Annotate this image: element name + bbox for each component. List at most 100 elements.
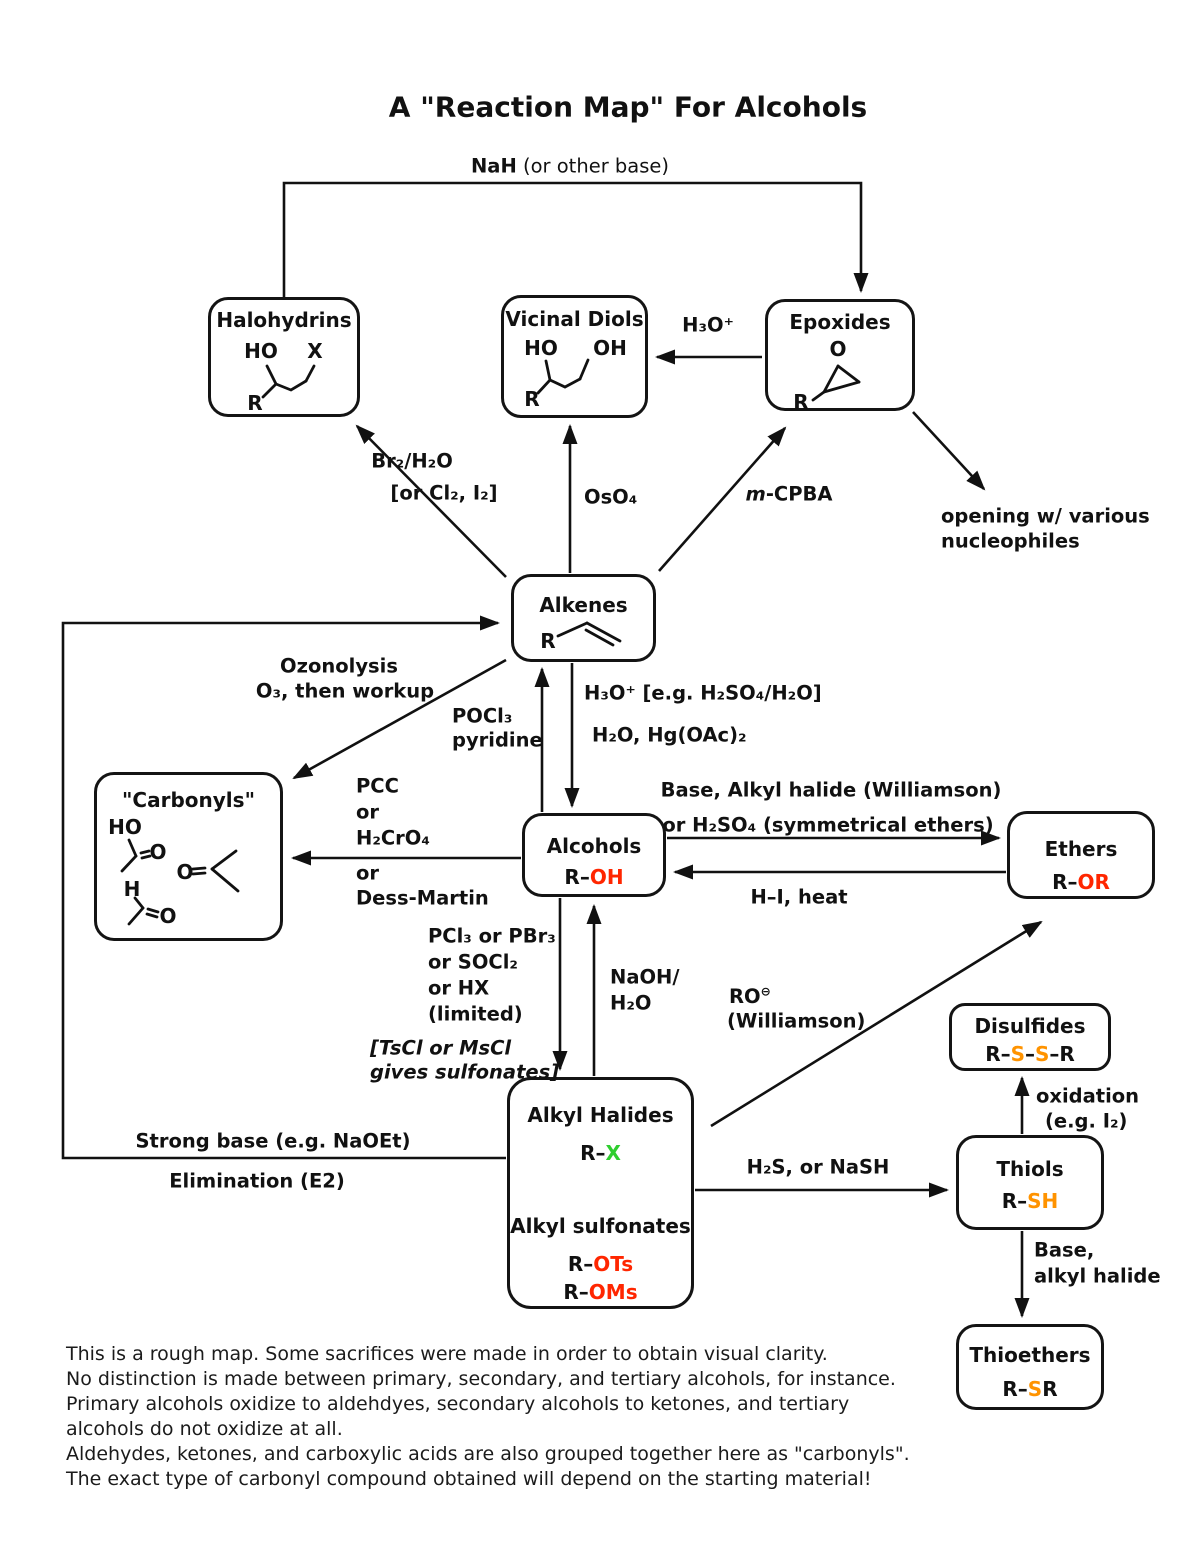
node-epoxides-title: Epoxides [789, 310, 891, 334]
arrow-alkyl-halides-to-ethers [710, 920, 1043, 1128]
node-disulfides: Disulfides R–S–S–R [949, 1003, 1111, 1071]
footer-line-4: alcohols do not oxidize at all. [66, 1418, 343, 1440]
thiols-formula: R–SH [1001, 1189, 1059, 1213]
label-ro-williamson: (Williamson) [727, 1009, 866, 1033]
footer-line-5: Aldehydes, ketones, and carboxylic acids… [66, 1443, 910, 1465]
page-title: A "Reaction Map" For Alcohols [388, 90, 868, 124]
node-halohydrins: Halohydrins HO X R [208, 297, 360, 417]
label-base: Base, [1034, 1238, 1095, 1262]
arrow-alkenes-to-halohydrins [355, 424, 507, 578]
node-vicinal-diols-title: Vicinal Diols [505, 307, 644, 331]
alkyl-halides-formula: R–X [580, 1141, 621, 1165]
disulfides-formula: R–S–S–R [985, 1042, 1075, 1066]
label-hi-heat: H–I, heat [750, 885, 848, 909]
node-thioethers: Thioethers R–SR [956, 1324, 1104, 1410]
node-epoxides: Epoxides O R [765, 299, 915, 414]
label-tscl-1: [TsCl or MsCl [370, 1036, 512, 1060]
label-ro-anion: RO⊖ [729, 984, 771, 1008]
node-alkenes: Alkenes R [511, 574, 656, 662]
label-pcl3-pbr3: PCl₃ or PBr₃ [428, 924, 556, 948]
diol-structure: HO OH R [524, 336, 627, 411]
node-ethers-title: Ethers [1044, 837, 1118, 861]
epoxide-structure: O R [793, 337, 861, 414]
alcohols-formula: R–OH [564, 865, 624, 889]
node-alcohols: Alcohols R–OH [522, 813, 666, 897]
node-thioethers-title: Thioethers [969, 1343, 1091, 1367]
label-ozonolysis-2: O₃, then workup [255, 679, 435, 703]
label-br2-h2o: Br₂/H₂O [371, 449, 453, 473]
footer-line-1: This is a rough map. Some sacrifices wer… [66, 1343, 828, 1365]
footer-line-3: Primary alcohols oxidize to aldehdyes, s… [66, 1393, 850, 1415]
footer-note: This is a rough map. Some sacrifices wer… [66, 1342, 910, 1492]
label-limited: (limited) [428, 1002, 523, 1026]
label-pocl3: POCl₃ [452, 704, 513, 728]
aldehyde-o-label: O [159, 904, 176, 928]
label-or-cl2-i2: [or Cl₂, I₂] [390, 481, 498, 505]
ho-label: HO [524, 336, 558, 360]
label-ozonolysis-1: Ozonolysis [280, 654, 398, 678]
footer-line-6: The exact type of carbonyl compound obta… [66, 1468, 872, 1490]
alkyl-sulfonates-ots: R–OTs [567, 1252, 634, 1276]
label-naoh: NaOH/ [610, 965, 680, 989]
node-thiols: Thiols R–SH [956, 1135, 1104, 1230]
label-socl2: or SOCl₂ [428, 950, 518, 974]
alkene-structure: R [540, 621, 622, 653]
r-label: R [540, 629, 555, 653]
label-oso4: OsO₄ [584, 485, 638, 509]
x-label: X [307, 339, 323, 363]
label-tscl-2: gives sulfonates] [370, 1060, 560, 1084]
label-pyridine: pyridine [452, 728, 543, 752]
ketone-o-label: O [176, 860, 193, 884]
label-elimination: Elimination (E2) [169, 1169, 345, 1193]
label-h2s-nash: H₂S, or NaSH [746, 1155, 890, 1179]
arrow-alkenes-to-epoxides [658, 426, 787, 572]
alkyl-sulfonates-title: Alkyl sulfonates [510, 1214, 691, 1238]
label-hydration-2: H₂O, Hg(OAc)₂ [592, 723, 747, 747]
carbonyl-structures: HO O O H O [108, 815, 240, 928]
label-oxidation: oxidation [1036, 1084, 1140, 1108]
label-hx: or HX [428, 976, 490, 1000]
label-or-2: or [356, 861, 380, 885]
label-h2cro4: H₂CrO₄ [356, 826, 430, 850]
node-alkyl-halides-title: Alkyl Halides [527, 1103, 674, 1127]
node-disulfides-title: Disulfides [974, 1014, 1086, 1038]
arrow-halohydrins-to-epoxides [282, 181, 869, 299]
r-label: R [524, 387, 539, 411]
halohydrin-structure: HO X R [244, 339, 323, 415]
label-nah: NaH (or other base) [470, 154, 670, 178]
node-alkenes-title: Alkenes [539, 593, 628, 617]
acid-o-label: O [149, 840, 166, 864]
ho-label: HO [244, 339, 278, 363]
label-opening-1: opening w/ various [941, 504, 1150, 528]
oh-label: OH [593, 336, 627, 360]
arrow-elimination [61, 615, 506, 1160]
thioethers-formula: R–SR [1002, 1377, 1058, 1401]
label-hydration-1: H₃O⁺ [e.g. H₂SO₄/H₂O] [584, 681, 822, 705]
label-pcc: PCC [356, 774, 399, 798]
label-mcpba: m-CPBA [745, 482, 833, 506]
ethers-formula: R–OR [1052, 870, 1110, 894]
acid-ho-label: HO [108, 815, 142, 839]
node-carbonyls: "Carbonyls" HO O O H O [94, 772, 283, 941]
label-williamson-1: Base, Alkyl halide (Williamson) [660, 778, 1002, 802]
node-ethers: Ethers R–OR [1007, 811, 1155, 899]
r-label: R [247, 391, 262, 415]
node-thiols-title: Thiols [996, 1157, 1064, 1181]
node-alcohols-title: Alcohols [546, 834, 642, 858]
label-dess-martin: Dess-Martin [356, 886, 489, 910]
node-carbonyls-title: "Carbonyls" [122, 788, 255, 812]
o-label: O [829, 337, 846, 361]
footer-line-2: No distinction is made between primary, … [66, 1368, 896, 1390]
label-h3o-epoxide: H₃O⁺ [682, 313, 734, 337]
alkyl-sulfonates-oms: R–OMs [563, 1280, 638, 1304]
arrow-epoxide-opening [912, 411, 986, 491]
r-label: R [793, 390, 808, 414]
node-vicinal-diols: Vicinal Diols HO OH R [501, 295, 648, 418]
aldehyde-h-label: H [124, 877, 141, 901]
node-halohydrins-title: Halohydrins [216, 308, 352, 332]
node-alkyl-halides: Alkyl Halides R–X Alkyl sulfonates R–OTs… [507, 1077, 694, 1309]
label-or-1: or [356, 800, 380, 824]
label-strong-base: Strong base (e.g. NaOEt) [135, 1129, 411, 1153]
label-oxidation-i2: (e.g. I₂) [1045, 1109, 1128, 1133]
